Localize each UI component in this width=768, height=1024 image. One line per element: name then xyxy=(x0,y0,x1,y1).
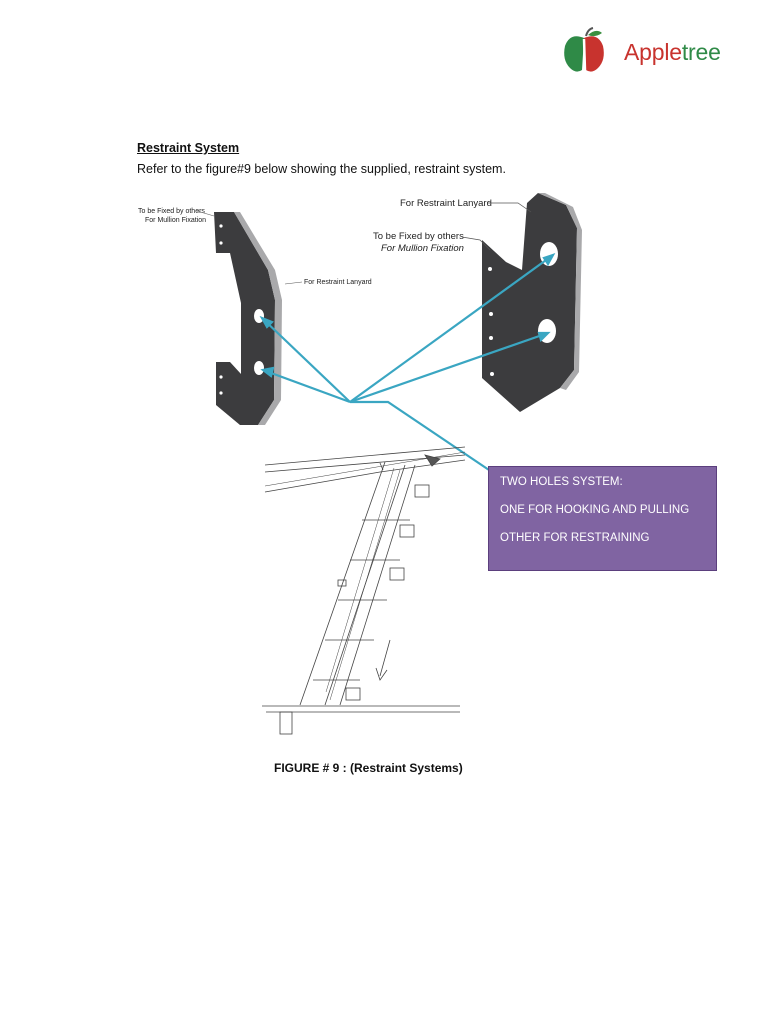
right-bracket xyxy=(482,193,582,412)
brand-name-tree: tree xyxy=(681,39,721,65)
left-label-fixed-line1: To be Fixed by others xyxy=(138,208,205,215)
callout-line-2: ONE FOR HOOKING AND PULLING xyxy=(500,504,690,516)
figure-caption: FIGURE # 9 : (Restraint Systems) xyxy=(274,761,463,775)
left-bracket xyxy=(214,212,282,425)
pointer-arrows xyxy=(259,253,556,473)
callout-box: TWO HOLES SYSTEM: ONE FOR HOOKING AND PU… xyxy=(488,466,717,571)
brand-name: Appletree xyxy=(624,39,721,66)
right-label-lanyard: For Restraint Lanyard xyxy=(400,198,492,209)
apple-icon xyxy=(564,27,604,72)
left-label-fixed-line2: For Mullion Fixation xyxy=(145,217,206,224)
section-heading: Restraint System xyxy=(137,141,240,155)
right-label-fixed-line1: To be Fixed by others xyxy=(373,231,464,242)
brand-name-apple: Apple xyxy=(624,39,682,65)
appletree-logo: Appletree xyxy=(560,26,730,80)
left-label-lanyard: For Restraint Lanyard xyxy=(304,279,372,286)
right-label-fixed-line2: For Mullion Fixation xyxy=(381,243,464,254)
callout-line-3: OTHER FOR RESTRAINING xyxy=(500,532,650,544)
installation-drawing xyxy=(262,446,466,735)
callout-line-1: TWO HOLES SYSTEM: xyxy=(500,476,623,488)
section-intro: Refer to the figure#9 below showing the … xyxy=(137,162,506,176)
